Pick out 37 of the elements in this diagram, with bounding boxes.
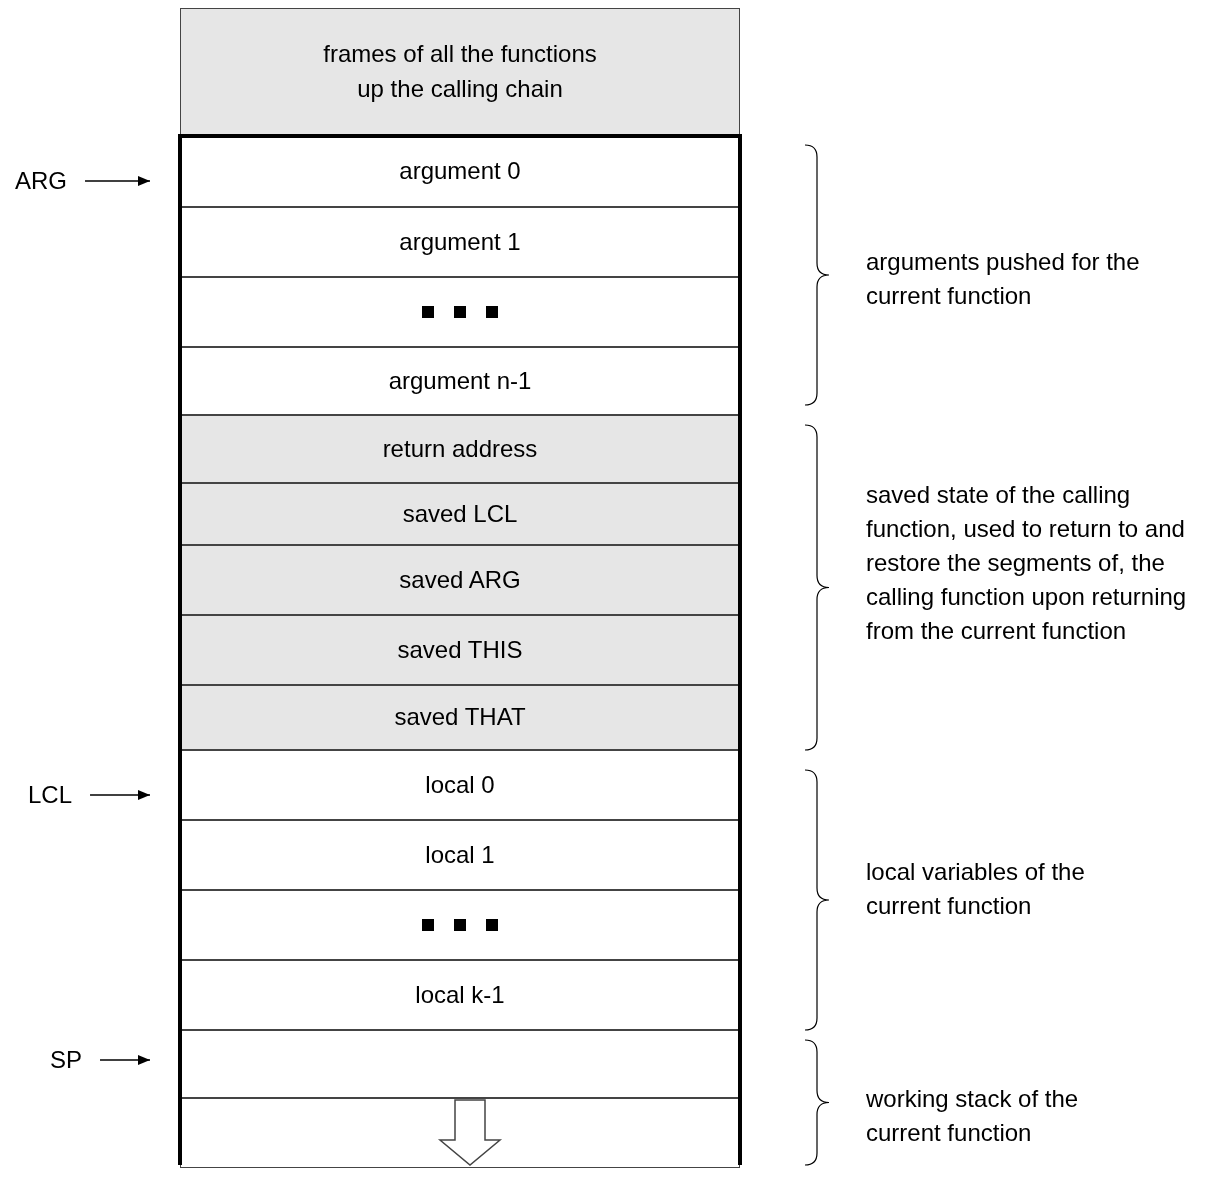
stack-slot xyxy=(180,483,740,545)
stack-slot xyxy=(180,960,740,1030)
pointer-label: ARG xyxy=(15,167,67,195)
bracket-note: local variables of the current function xyxy=(866,857,1086,922)
stack-slot xyxy=(180,415,740,483)
stack-slot xyxy=(180,207,740,277)
stack-slot xyxy=(180,820,740,890)
pointer-label: LCL xyxy=(28,781,73,809)
pointer-label: SP xyxy=(50,1046,82,1074)
stack-slot xyxy=(180,615,740,685)
arrow xyxy=(99,1055,151,1065)
stack-slot xyxy=(180,347,740,415)
stack-slot xyxy=(180,750,740,820)
stack-slot xyxy=(180,545,740,615)
slot-label: saved THAT xyxy=(394,702,526,733)
stack-slot xyxy=(180,277,740,347)
slot-label: saved THIS xyxy=(397,634,523,665)
arrow xyxy=(89,790,151,800)
slot-label: argument 0 xyxy=(399,156,521,187)
caller-frames-box xyxy=(180,8,740,136)
slot-label: local 0 xyxy=(425,769,495,800)
stack-slot xyxy=(180,890,740,960)
slot-label: local 1 xyxy=(425,839,495,870)
stack-slot xyxy=(180,685,740,750)
slot-label: argument 1 xyxy=(399,226,521,257)
arrow xyxy=(84,176,151,186)
bracket-note: working stack of the current function xyxy=(866,1084,1080,1149)
slot-label: saved ARG xyxy=(399,564,521,595)
slot-label: return address xyxy=(382,433,538,464)
slot-label: frames of all the functions up the calling chain xyxy=(322,39,598,104)
slot-label: local k-1 xyxy=(415,979,505,1010)
bracket-note: saved state of the calling function, used to return to and restore the segments of, the calling function upon returning from the current function xyxy=(866,480,1188,647)
bracket-note: arguments pushed for the current function xyxy=(866,247,1141,312)
slot-label: argument n-1 xyxy=(388,365,532,396)
stack-slot xyxy=(180,1030,740,1098)
slot-label: saved LCL xyxy=(402,498,518,529)
stack-slot xyxy=(180,1098,740,1168)
